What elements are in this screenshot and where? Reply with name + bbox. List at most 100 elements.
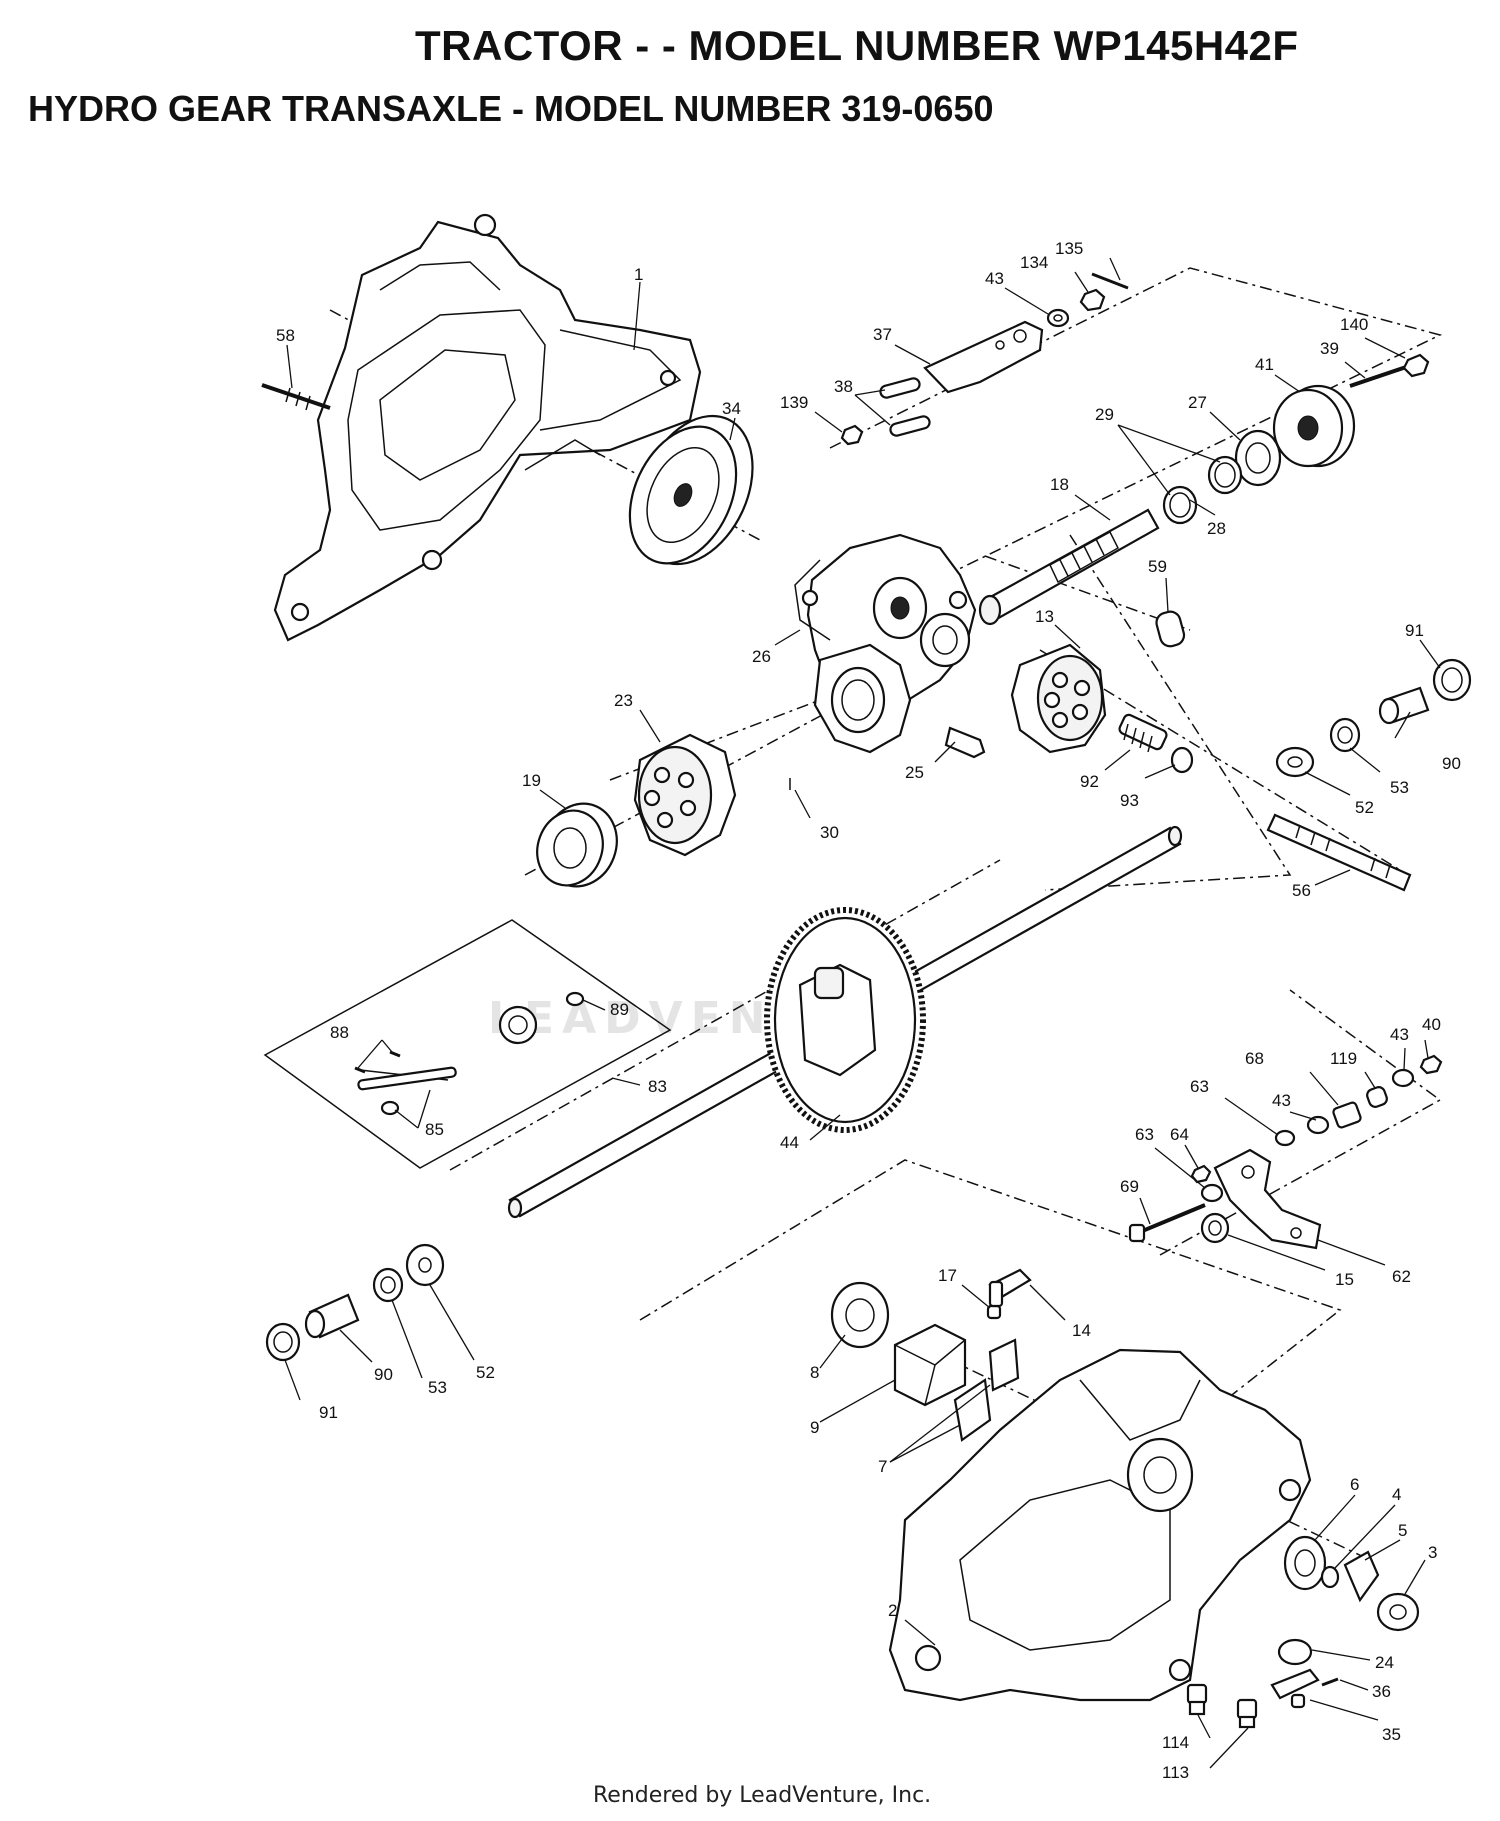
part-7-plates [953, 1338, 1020, 1442]
part-90-bushing-left [304, 1293, 360, 1339]
callout-63-top: 63 [1190, 1077, 1209, 1096]
diagram-subtitle: HYDRO GEAR TRANSAXLE - MODEL NUMBER 319-… [28, 88, 994, 129]
callout-34: 34 [722, 399, 741, 418]
callout-88: 88 [330, 1023, 349, 1042]
callout-29: 29 [1095, 405, 1114, 424]
callout-62: 62 [1392, 1267, 1411, 1286]
part-37-arm [923, 320, 1044, 394]
part-13-cylinder-block [1010, 643, 1107, 754]
part-18-shaft [978, 508, 1160, 626]
center-section-box [1044, 534, 1292, 891]
part-56-shaft [1266, 813, 1412, 892]
part-69-bolt [1128, 1203, 1206, 1243]
part-119-spacer [1366, 1086, 1388, 1108]
callout-113: 113 [1162, 1763, 1189, 1782]
part-26-plate [813, 643, 912, 754]
callout-90-left: 90 [374, 1365, 393, 1384]
callout-27: 27 [1188, 393, 1207, 412]
callout-119: 119 [1330, 1049, 1357, 1068]
part-134-nut [1079, 288, 1106, 312]
part-35-plate [1270, 1668, 1320, 1709]
callout-135: 135 [1055, 239, 1083, 258]
callout-28: 28 [1207, 519, 1226, 538]
part-52-washer-left [405, 1243, 445, 1287]
callout-5: 5 [1398, 1521, 1407, 1540]
part-135-bolt [1091, 272, 1129, 290]
callout-64: 64 [1170, 1125, 1189, 1144]
part-25-valve [944, 726, 986, 759]
callout-30: 30 [820, 823, 839, 842]
callout-56: 56 [1292, 881, 1311, 900]
callout-53-right: 53 [1390, 778, 1409, 797]
callout-38: 38 [834, 377, 853, 396]
part-91-seal-right [1432, 658, 1472, 702]
part-53-washer-left [372, 1267, 404, 1303]
callout-91-right: 91 [1405, 621, 1424, 640]
callout-92: 92 [1080, 772, 1099, 791]
part-19-seal [536, 802, 618, 888]
output-shaft-axis [1039, 649, 1401, 871]
part-91-seal-left [265, 1322, 301, 1362]
callout-39: 39 [1320, 339, 1339, 358]
callout-59: 59 [1148, 557, 1167, 576]
callout-41: 41 [1255, 355, 1274, 374]
callout-69: 69 [1120, 1177, 1139, 1196]
part-15-seal [1200, 1212, 1230, 1244]
part-93-ring [1170, 746, 1194, 774]
lower-housing [888, 1348, 1312, 1702]
motor-axis-line [984, 555, 1191, 631]
part-27-bearing [1234, 429, 1282, 487]
callout-83: 83 [648, 1077, 667, 1096]
leader-lines [284, 257, 1441, 1769]
callout-3: 3 [1428, 1543, 1437, 1562]
part-53-washer-right [1329, 717, 1361, 753]
callout-43-top: 43 [985, 269, 1004, 288]
part-34-disc [628, 414, 754, 566]
part-92-spring [1118, 713, 1168, 753]
callout-63-mid: 63 [1135, 1125, 1154, 1144]
part-59-pin [1155, 610, 1186, 648]
callout-13: 13 [1035, 607, 1054, 626]
callout-14: 14 [1072, 1321, 1091, 1340]
part-39-screw [1349, 363, 1413, 388]
part-140-nut [1402, 353, 1430, 378]
diagram-title: TRACTOR - - MODEL NUMBER WP145H42F [415, 22, 1299, 69]
callout-24: 24 [1375, 1653, 1394, 1672]
part-90-bushing-right [1378, 686, 1430, 725]
part-4-ring [1320, 1565, 1340, 1589]
callout-68: 68 [1245, 1049, 1264, 1068]
callout-labels: 1 58 34 135 134 43 37 38 139 140 39 41 2… [276, 239, 1461, 1782]
callout-15: 15 [1335, 1270, 1354, 1289]
callout-23: 23 [614, 691, 633, 710]
part-9-block [893, 1323, 967, 1407]
callout-43-mid: 43 [1272, 1091, 1291, 1110]
upper-housing [273, 213, 702, 642]
callout-19: 19 [522, 771, 541, 790]
part-62-lever [1213, 1148, 1322, 1250]
callout-2: 2 [888, 1601, 897, 1620]
callout-25: 25 [905, 763, 924, 782]
callout-7: 7 [878, 1457, 887, 1476]
callout-44: 44 [780, 1133, 799, 1152]
callout-90-right: 90 [1442, 754, 1461, 773]
callout-43-right: 43 [1390, 1025, 1409, 1044]
part-36-screw [1321, 1677, 1339, 1687]
callout-35: 35 [1382, 1725, 1401, 1744]
callout-140: 140 [1340, 315, 1368, 334]
part-139-nut [840, 424, 864, 446]
callout-40: 40 [1422, 1015, 1441, 1034]
part-44-gear [764, 907, 926, 1133]
part-41-seal-cap [1272, 384, 1356, 468]
callout-4: 4 [1392, 1485, 1401, 1504]
callout-53-left: 53 [428, 1378, 447, 1397]
callout-6: 6 [1350, 1475, 1359, 1494]
callout-114: 114 [1162, 1733, 1189, 1752]
footer-credit: Rendered by LeadVenture, Inc. [593, 1783, 932, 1808]
part-58-bolt [261, 383, 331, 411]
part-14-lever [988, 1268, 1032, 1308]
part-40-nut [1419, 1054, 1443, 1075]
lower-housing-box [639, 1159, 1342, 1531]
callout-1: 1 [634, 265, 643, 284]
